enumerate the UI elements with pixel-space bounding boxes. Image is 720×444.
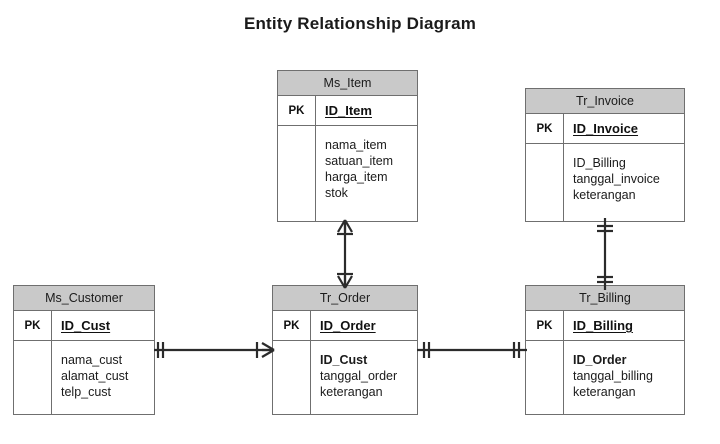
entity-tr-billing[interactable]: Tr_Billing PK ID_Billing ID_Order tangga… — [525, 285, 685, 415]
pk-tag: PK — [14, 311, 52, 340]
entity-header-tr-billing: Tr_Billing — [526, 286, 684, 311]
attribute-row-tr-billing: ID_Order tanggal_billing keterangan — [526, 341, 684, 414]
pk-row-ms-customer: PK ID_Cust — [14, 311, 154, 341]
attribute-gutter — [14, 341, 52, 414]
attribute-gutter — [273, 341, 311, 414]
entity-ms-customer[interactable]: Ms_Customer PK ID_Cust nama_cust alamat_… — [13, 285, 155, 415]
pk-tag: PK — [526, 311, 564, 340]
attribute-list-ms-customer: nama_cust alamat_cust telp_cust — [52, 341, 154, 414]
pk-field-id-cust: ID_Cust — [61, 318, 111, 333]
entity-header-tr-order: Tr_Order — [273, 286, 417, 311]
page-title: Entity Relationship Diagram — [243, 14, 477, 33]
attribute-id-cust: ID_Cust — [320, 353, 368, 367]
attribute-tanggal-invoice: tanggal_invoice — [573, 172, 660, 186]
attribute-harga-item: harga_item — [325, 170, 388, 184]
pk-tag: PK — [273, 311, 311, 340]
attribute-id-billing: ID_Billing — [573, 156, 626, 170]
attribute-list-tr-order: ID_Cust tanggal_order keterangan — [311, 341, 417, 414]
attribute-alamat-cust: alamat_cust — [61, 369, 129, 383]
pk-field-id-billing: ID_Billing — [573, 318, 633, 333]
attribute-row-ms-customer: nama_cust alamat_cust telp_cust — [14, 341, 154, 414]
attribute-tanggal-order: tanggal_order — [320, 369, 398, 383]
pk-row-ms-item: PK ID_Item — [278, 96, 417, 126]
attribute-tanggal-billing: tanggal_billing — [573, 369, 653, 383]
relationship-tr-order-tr-billing[interactable] — [415, 330, 529, 370]
pk-tag: PK — [526, 114, 564, 143]
attribute-stok: stok — [325, 186, 348, 200]
entity-ms-item[interactable]: Ms_Item PK ID_Item nama_item satuan_item… — [277, 70, 418, 222]
entity-header-tr-invoice: Tr_Invoice — [526, 89, 684, 114]
entity-header-ms-customer: Ms_Customer — [14, 286, 154, 311]
attribute-list-ms-item: nama_item satuan_item harga_item stok — [316, 126, 417, 221]
pk-row-tr-billing: PK ID_Billing — [526, 311, 684, 341]
attribute-row-tr-invoice: ID_Billing tanggal_invoice keterangan — [526, 144, 684, 221]
attribute-nama-item: nama_item — [325, 138, 387, 152]
entity-header-ms-item: Ms_Item — [278, 71, 417, 96]
attribute-keterangan: keterangan — [320, 385, 383, 399]
attribute-id-order: ID_Order — [573, 353, 627, 367]
pk-field-id-item: ID_Item — [325, 103, 372, 118]
entity-tr-invoice[interactable]: Tr_Invoice PK ID_Invoice ID_Billing tang… — [525, 88, 685, 222]
attribute-gutter — [526, 341, 564, 414]
attribute-list-tr-invoice: ID_Billing tanggal_invoice keterangan — [564, 144, 684, 221]
pk-row-tr-order: PK ID_Order — [273, 311, 417, 341]
pk-field-id-order: ID_Order — [320, 318, 376, 333]
attribute-nama-cust: nama_cust — [61, 353, 123, 367]
attribute-row-ms-item: nama_item satuan_item harga_item stok — [278, 126, 417, 221]
attribute-keterangan: keterangan — [573, 188, 636, 202]
attribute-gutter — [526, 144, 564, 221]
attribute-keterangan: keterangan — [573, 385, 636, 399]
attribute-satuan-item: satuan_item — [325, 154, 394, 168]
attribute-telp-cust: telp_cust — [61, 385, 112, 399]
attribute-gutter — [278, 126, 316, 221]
relationship-tr-invoice-tr-billing[interactable] — [585, 218, 625, 290]
relationship-ms-customer-tr-order[interactable] — [152, 330, 276, 370]
relationship-ms-item-tr-order[interactable] — [325, 218, 365, 290]
attribute-row-tr-order: ID_Cust tanggal_order keterangan — [273, 341, 417, 414]
pk-tag: PK — [278, 96, 316, 125]
entity-tr-order[interactable]: Tr_Order PK ID_Order ID_Cust tanggal_ord… — [272, 285, 418, 415]
attribute-list-tr-billing: ID_Order tanggal_billing keterangan — [564, 341, 684, 414]
pk-field-id-invoice: ID_Invoice — [573, 121, 639, 136]
pk-row-tr-invoice: PK ID_Invoice — [526, 114, 684, 144]
